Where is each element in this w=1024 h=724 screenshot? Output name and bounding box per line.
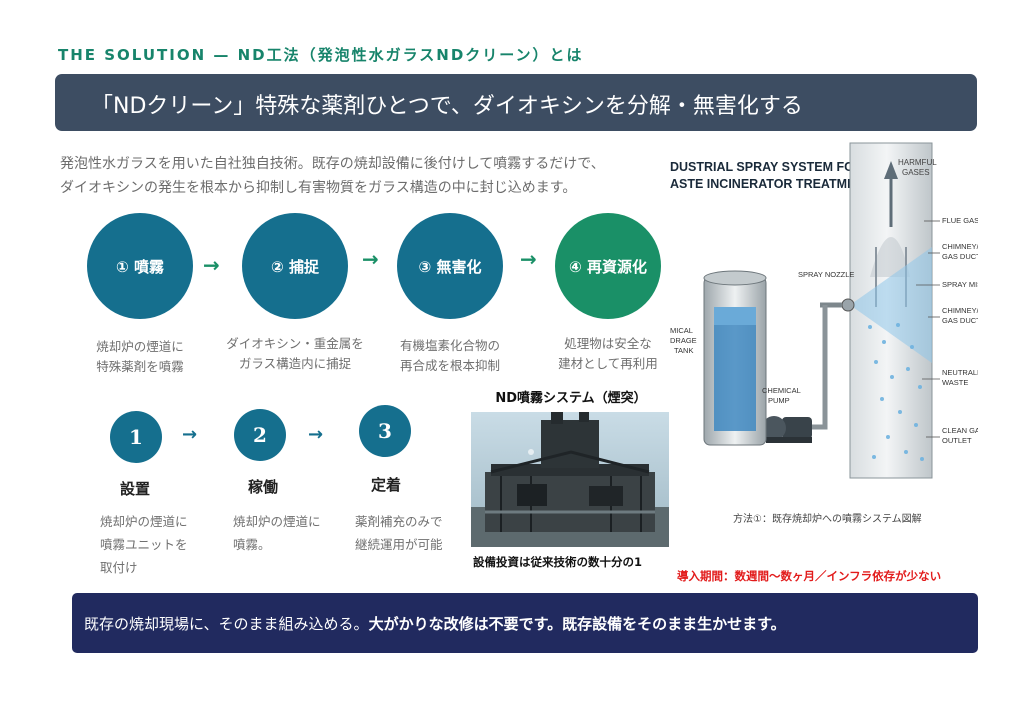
intro-paragraph: 発泡性水ガラスを用いた自社独自技術。既存の焼却設備に後付けして噴霧するだけで、 …: [60, 152, 670, 200]
caption-line: 焼却炉の煙道に: [96, 339, 184, 354]
phase-description: 焼却炉の煙道に 噴霧。: [233, 510, 343, 556]
section-eyebrow: THE SOLUTION — ND工法（発泡性水ガラスNDクリーン）とは: [58, 46, 584, 64]
phase-desc-line: 取付け: [100, 560, 138, 575]
caption-line: 再合成を根本抑制: [399, 358, 500, 373]
diagram-caption: 方法①：既存焼却炉への噴霧システム図解: [733, 514, 922, 525]
photo-caption: 設備投資は従来技術の数十分の1: [473, 555, 642, 569]
svg-text:GASES: GASES: [902, 168, 930, 177]
process-step-caption: 処理物は安全な 建材として再利用: [528, 334, 688, 374]
banner-text-regular: 既存の焼却現場に、そのまま組み込める。: [84, 614, 369, 633]
process-step-label: ④ 再資源化: [569, 257, 647, 276]
installation-period-note: 導入期間：数週間〜数ヶ月／インフラ依存が少ない: [677, 569, 942, 583]
arrow-right-icon: →: [182, 424, 198, 445]
process-step-label: ① 噴霧: [116, 257, 164, 276]
phase-desc-line: 焼却炉の煙道に: [100, 514, 188, 529]
caption-line: ガラス構造内に捕捉: [238, 356, 352, 371]
phase-label-settle: 定着: [371, 476, 402, 494]
svg-text:MICAL: MICAL: [670, 326, 693, 335]
phase-desc-line: 噴霧ユニットを: [100, 537, 188, 552]
caption-line: 有機塩素化合物の: [399, 338, 500, 353]
process-step-detoxify: ③ 無害化: [397, 213, 503, 319]
arrow-right-icon: →: [308, 424, 324, 445]
svg-text:SPRAY NOZZLE: SPRAY NOZZLE: [798, 270, 854, 279]
process-step-recycle: ④ 再資源化: [555, 213, 661, 319]
diagram-title-line-1: DUSTRIAL SPRAY SYSTEM FOR: [670, 160, 863, 174]
phase-desc-line: 焼却炉の煙道に: [233, 514, 321, 529]
photo-title: ND噴霧システム（煙突）: [495, 391, 647, 406]
bottom-banner: 既存の焼却現場に、そのまま組み込める。 大がかりな改修は不要です。既存設備をその…: [72, 593, 978, 653]
svg-text:PUMP: PUMP: [768, 396, 790, 405]
phase-label-operate: 稼働: [248, 478, 279, 496]
svg-text:CLEAN GAS: CLEAN GAS: [942, 426, 978, 435]
svg-text:HARMFUL: HARMFUL: [898, 158, 937, 167]
svg-text:OUTLET: OUTLET: [942, 436, 972, 445]
intro-line-1: 発泡性水ガラスを用いた自社独自技術。既存の焼却設備に後付けして噴霧するだけで、: [60, 156, 605, 172]
svg-text:CHIMNEY/F.L.: CHIMNEY/F.L.: [942, 242, 978, 251]
phase-label-install: 設置: [120, 480, 151, 498]
spray-system-diagram: DUSTRIAL SPRAY SYSTEM FOR ASTE INCINERAT…: [670, 137, 978, 557]
process-step-spray: ① 噴霧: [87, 213, 193, 319]
arrow-right-icon: →: [520, 247, 537, 271]
phase-number-badge: 2: [234, 409, 286, 461]
svg-text:TANK: TANK: [674, 346, 693, 355]
process-step-caption: 焼却炉の煙道に 特殊薬剤を噴霧: [60, 337, 220, 377]
diagram-title-line-2: ASTE INCINERATOR TREATMENT: [670, 177, 872, 191]
process-step-caption: ダイオキシン・重金属を ガラス構造内に捕捉: [215, 334, 375, 374]
caption-line: 処理物は安全な: [564, 336, 652, 351]
svg-text:CHIMNEY/F.L.: CHIMNEY/F.L.: [942, 306, 978, 315]
arrow-right-icon: →: [203, 253, 220, 277]
phase-desc-line: 継続運用が可能: [355, 537, 443, 552]
caption-line: 特殊薬剤を噴霧: [96, 359, 184, 374]
phase-description: 焼却炉の煙道に 噴霧ユニットを 取付け: [100, 510, 210, 579]
svg-text:SPRAY MIST: SPRAY MIST: [942, 280, 978, 289]
phase-description: 薬剤補充のみで 継続運用が可能: [355, 510, 465, 556]
svg-text:CHEMICAL: CHEMICAL: [762, 386, 801, 395]
phase-desc-line: 薬剤補充のみで: [355, 514, 443, 529]
title-banner: 「NDクリーン」特殊な薬剤ひとつで、ダイオキシンを分解・無害化する: [55, 74, 977, 131]
page-title: 「NDクリーン」特殊な薬剤ひとつで、ダイオキシンを分解・無害化する: [91, 94, 803, 119]
banner-text-bold: 大がかりな改修は不要です。既存設備をそのまま生かせます。: [368, 614, 786, 633]
phase-desc-line: 噴霧。: [233, 537, 271, 552]
svg-text:DRAGE: DRAGE: [670, 336, 697, 345]
phase-number-badge: 3: [359, 405, 411, 457]
arrow-right-icon: →: [362, 247, 379, 271]
process-step-capture: ② 捕捉: [242, 213, 348, 319]
intro-line-2: ダイオキシンの発生を根本から抑制し有害物質をガラス構造の中に封じ込めます。: [60, 180, 577, 196]
process-step-label: ③ 無害化: [418, 257, 482, 276]
process-step-label: ② 捕捉: [271, 257, 319, 276]
process-step-caption: 有機塩素化合物の 再合成を根本抑制: [370, 336, 530, 376]
svg-text:FLUE GASES: FLUE GASES: [942, 216, 978, 225]
svg-text:NEUTRALIZED: NEUTRALIZED: [942, 368, 978, 377]
caption-line: ダイオキシン・重金属を: [226, 336, 364, 351]
chimney-photo: [471, 412, 669, 547]
svg-text:WASTE: WASTE: [942, 378, 968, 387]
phase-number-badge: 1: [110, 411, 162, 463]
svg-text:GAS DUCT: GAS DUCT: [942, 252, 978, 261]
svg-text:GAS DUCT: GAS DUCT: [942, 316, 978, 325]
caption-line: 建材として再利用: [558, 356, 658, 371]
